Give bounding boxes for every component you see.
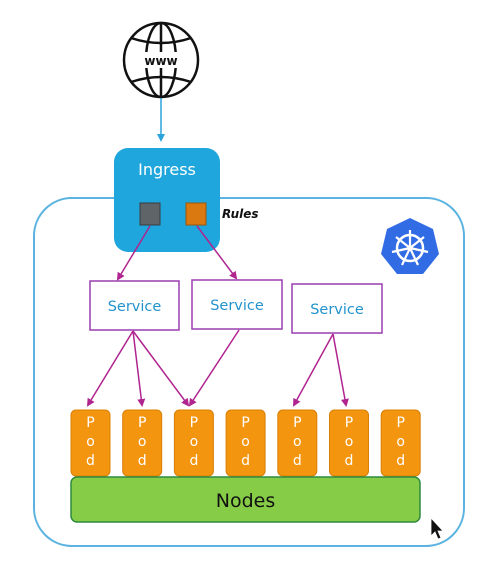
pod-letter: o xyxy=(293,434,302,450)
service-box: Service xyxy=(291,283,383,334)
pod-box: Pod xyxy=(122,409,163,477)
pod-letter: P xyxy=(190,415,198,431)
pod-letter: d xyxy=(396,453,405,469)
helm-wheel-icon xyxy=(381,218,439,274)
pod-box: Pod xyxy=(380,409,421,477)
pod-letter: P xyxy=(241,415,249,431)
pod-box: Pod xyxy=(225,409,266,477)
arrow-service-to-pod xyxy=(86,330,134,407)
arrow-service-to-pod xyxy=(132,330,146,407)
pod-letter: o xyxy=(396,434,405,450)
rule-gray xyxy=(139,202,161,226)
pod-letter: o xyxy=(86,434,95,450)
mouse-pointer-icon xyxy=(430,516,444,540)
pod-box: Pod xyxy=(329,409,369,477)
pod-letter: o xyxy=(241,434,250,450)
nodes-label: Nodes xyxy=(216,490,276,512)
arrow-service-to-pod xyxy=(293,333,334,407)
arrow-service-to-pod xyxy=(132,330,190,407)
pod-letter: P xyxy=(396,415,404,431)
pod-letter: P xyxy=(345,415,353,431)
ingress-box: Ingress xyxy=(114,148,220,252)
globe-label: www xyxy=(144,54,177,68)
pod-letter: d xyxy=(293,453,302,469)
pod-letter: P xyxy=(293,415,301,431)
globe-icon: www xyxy=(122,21,200,99)
pod-box: Pod xyxy=(70,409,111,477)
service-box: Service xyxy=(89,280,180,331)
pod-letter: o xyxy=(190,434,199,450)
pod-box: Pod xyxy=(173,409,214,477)
arrow-rule-to-service-2 xyxy=(196,225,238,280)
arrow-service-to-pod xyxy=(188,329,240,407)
nodes-bar: Nodes xyxy=(70,476,421,523)
pod-letter: P xyxy=(86,415,94,431)
arrow-service-to-pod xyxy=(332,333,349,407)
pod-letter: d xyxy=(241,453,250,469)
service-label: Service xyxy=(108,299,162,315)
pod-letter: d xyxy=(189,453,198,469)
pod-letter: o xyxy=(345,434,354,450)
rules-label: Rules xyxy=(222,207,259,221)
service-label: Service xyxy=(210,298,264,314)
cluster-boundary xyxy=(33,197,465,547)
pod-letter: d xyxy=(138,453,147,469)
pod-letter: d xyxy=(345,453,354,469)
pod-letter: P xyxy=(138,415,146,431)
ingress-label: Ingress xyxy=(138,160,196,179)
arrow-rule-to-service-1 xyxy=(116,225,151,281)
service-label: Service xyxy=(310,302,364,318)
pod-letter: d xyxy=(86,453,95,469)
rule-orange xyxy=(185,202,207,226)
pod-box: Pod xyxy=(277,409,318,477)
pod-letter: o xyxy=(138,434,147,450)
service-box: Service xyxy=(191,279,283,330)
